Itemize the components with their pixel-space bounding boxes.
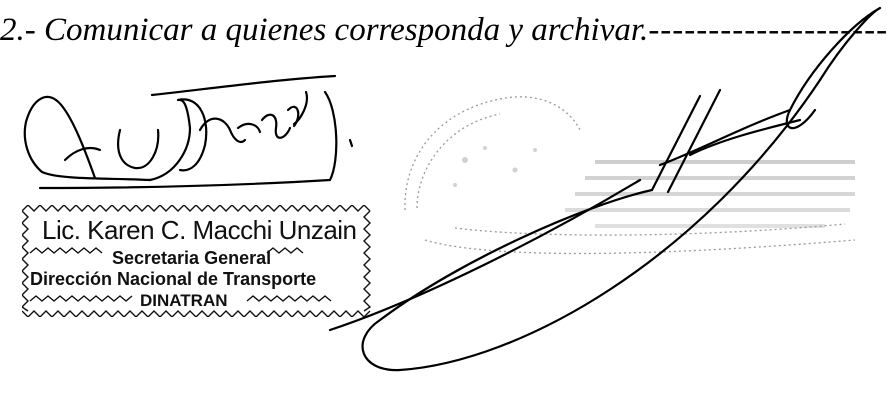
stamp-office-line: Dirección Nacional de Transporte	[30, 269, 317, 289]
stamp-role-line: Secretaria General	[112, 248, 272, 268]
stamp-border	[22, 205, 372, 317]
stamp-name-line: Lic. Karen C. Macchi Unzain	[42, 215, 357, 245]
closing-instruction-text: 2.- Comunicar a quienes corresponda y ar…	[0, 12, 649, 48]
signature-stamp: Lic. Karen C. Macchi Unzain Secretaria G…	[22, 205, 374, 317]
stamp-acronym-line: DINATRAN	[140, 291, 228, 310]
official-seal	[404, 96, 856, 255]
closing-instruction-line: 2.- Comunicar a quienes corresponda y ar…	[0, 10, 887, 50]
